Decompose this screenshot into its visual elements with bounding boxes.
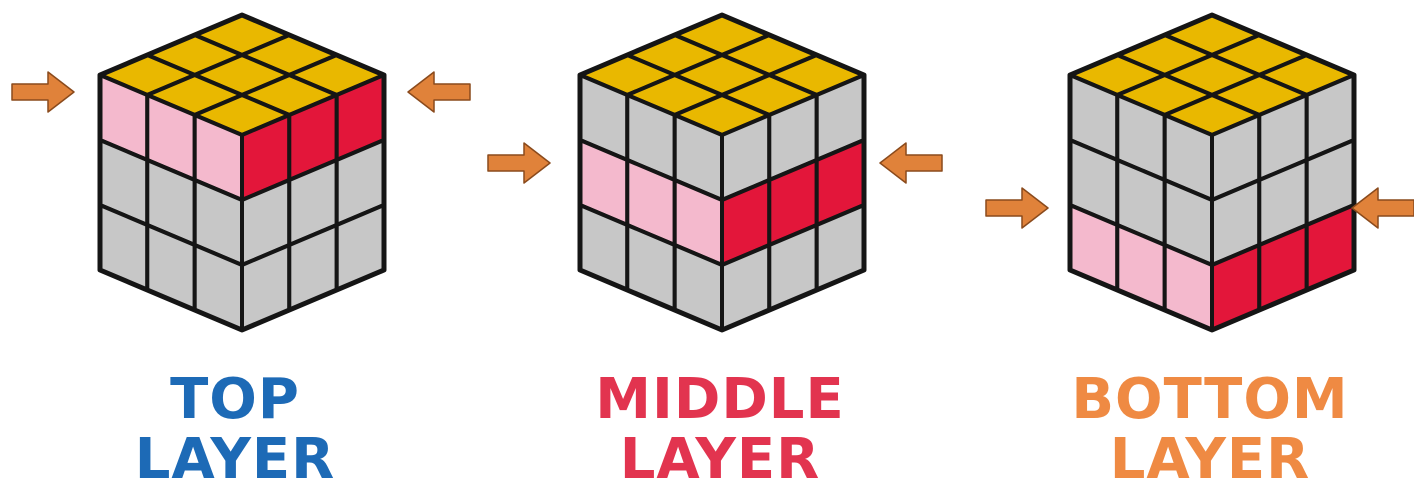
arrow-right-icon	[986, 188, 1048, 228]
top-layer-title-line1: TOP	[120, 368, 350, 432]
middle-layer-title-line2: LAYER	[570, 428, 870, 492]
arrow-right-icon	[12, 72, 74, 112]
bottom-layer-title-line1: BOTTOM	[1060, 368, 1360, 432]
arrow-left-icon	[408, 72, 470, 112]
middle-layer-title-line1: MIDDLE	[570, 368, 870, 432]
cube-bottom-layer	[986, 15, 1414, 330]
arrow-left-icon	[880, 143, 942, 183]
bottom-layer-title-line2: LAYER	[1060, 428, 1360, 492]
top-layer-title-line2: LAYER	[120, 428, 350, 492]
arrow-left-icon	[1352, 188, 1414, 228]
arrow-right-icon	[488, 143, 550, 183]
cube-middle-layer	[488, 15, 942, 330]
cube-top-layer	[12, 15, 470, 330]
